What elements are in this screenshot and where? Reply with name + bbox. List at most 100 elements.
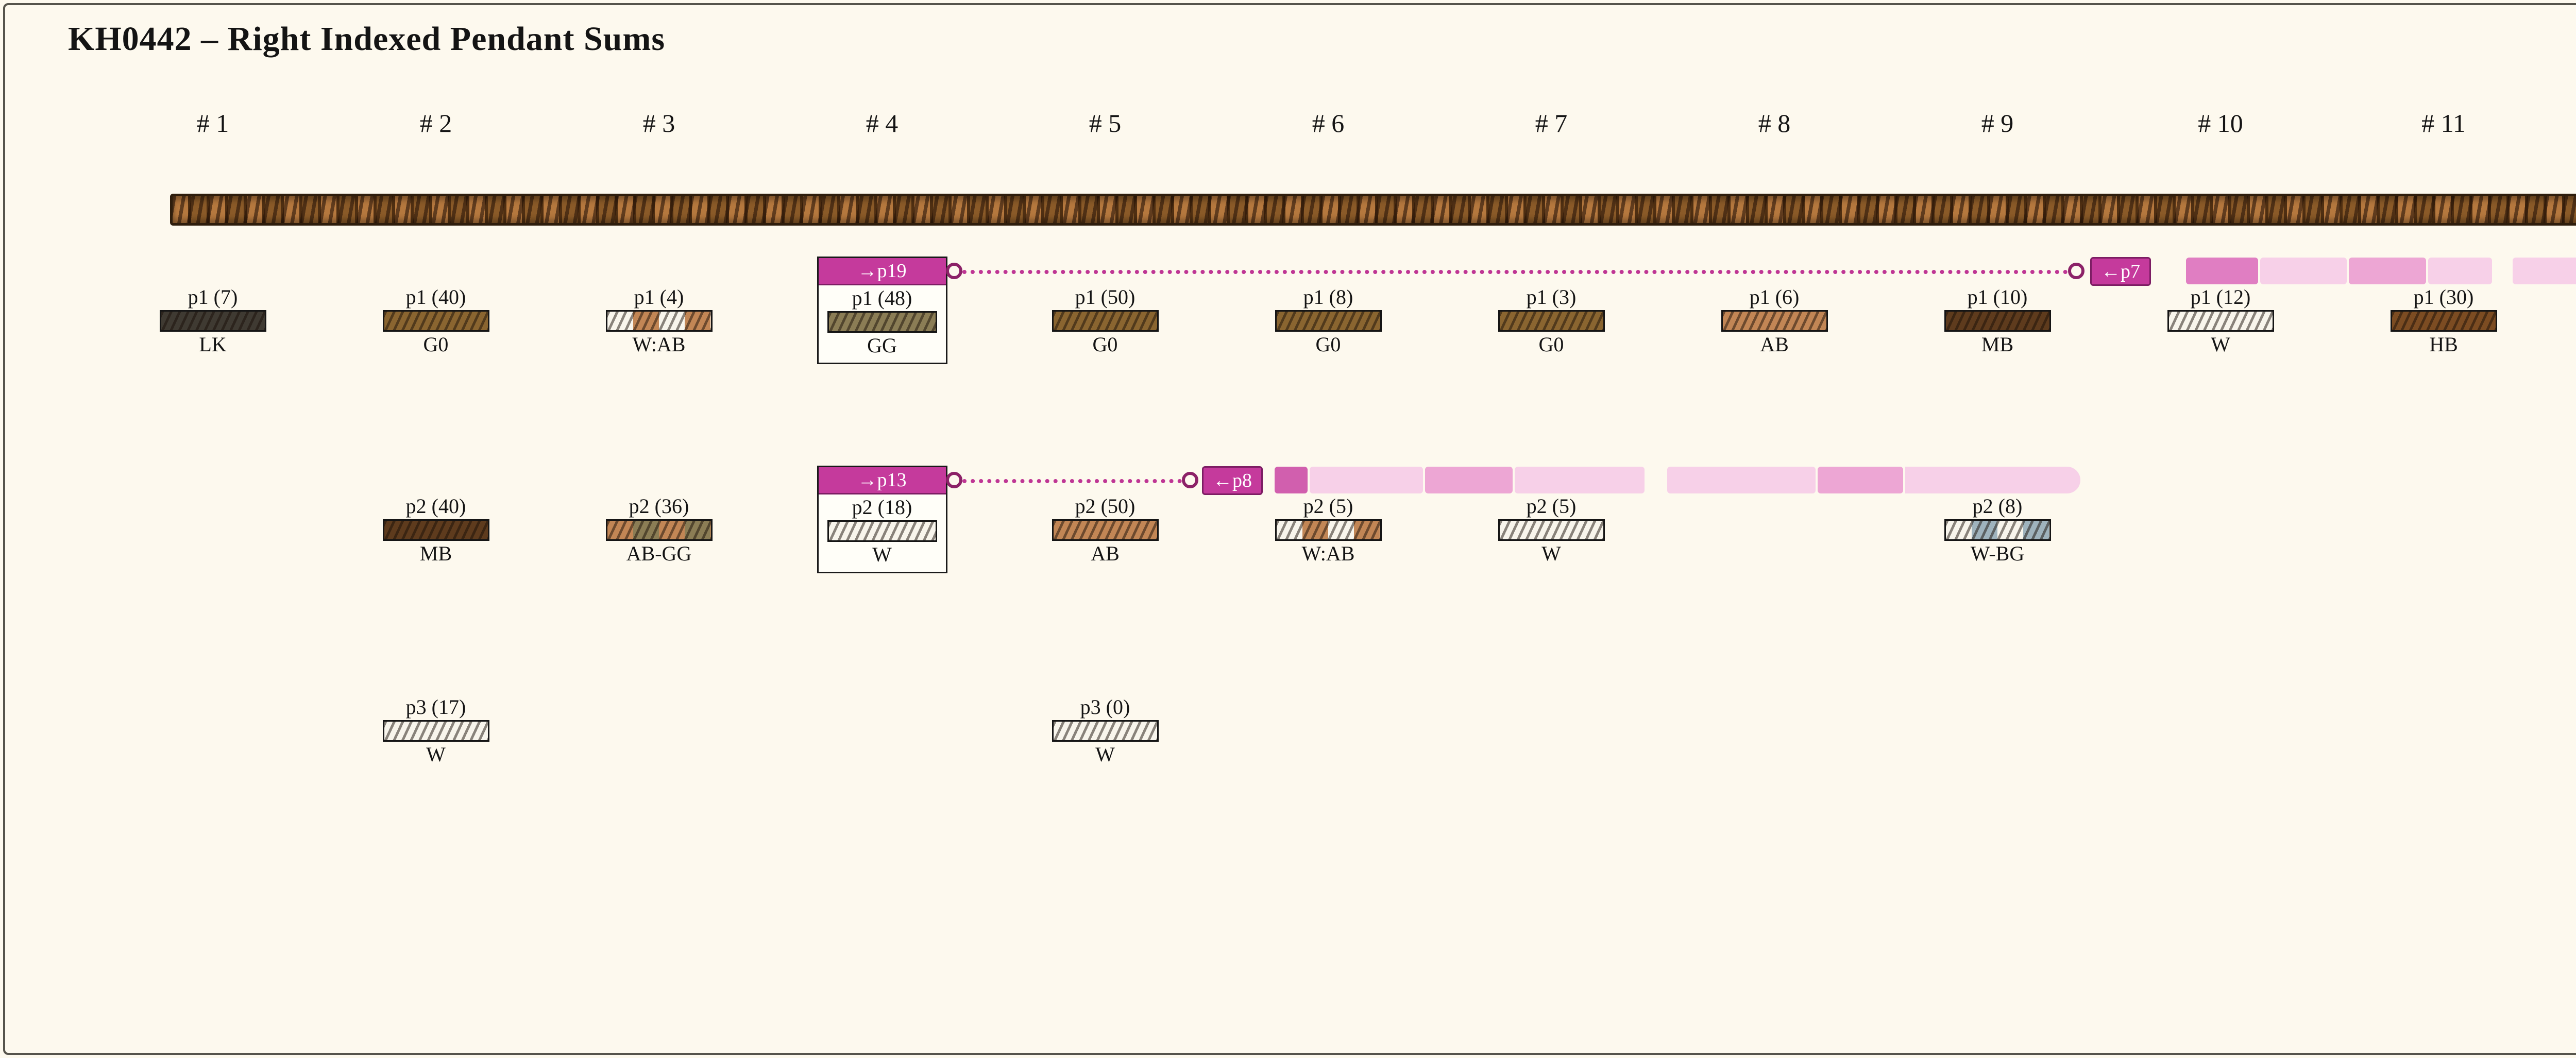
pendant-color-bar — [605, 310, 713, 332]
pendant-label: p1 (3) — [1526, 285, 1577, 309]
pendant-label: p2 (5) — [1526, 494, 1577, 518]
pendant-color-code: GG — [867, 334, 897, 357]
pendant-p1-4[interactable]: p1 (4) W:AB — [605, 284, 713, 357]
sum-cord-band-segment — [1275, 467, 1308, 493]
pendant-color-code: G0 — [1315, 333, 1341, 356]
page-title: KH0442 – Right Indexed Pendant Sums — [68, 20, 666, 58]
pendant-color-bar — [382, 310, 489, 332]
pendant-color-code: MB — [419, 542, 452, 565]
pendant-p1-12[interactable]: p1 (12)W — [2167, 284, 2274, 357]
pendant-color-code: HB — [2429, 333, 2458, 356]
sum-cord-band-segment — [1515, 467, 1645, 493]
pendant-color-bar — [827, 520, 937, 542]
pendant-color-code: AB — [1091, 542, 1120, 565]
pendant-color-code: AB — [1760, 333, 1789, 356]
pendant-label: p2 (5) — [1303, 494, 1353, 518]
column-header-10: # 10 — [2198, 109, 2243, 138]
pendant-color-bar — [605, 519, 713, 541]
pendant-label: p2 (18) — [852, 496, 912, 519]
sum-cord-band-segment — [1905, 467, 2080, 493]
sum-cord-band-segment — [1310, 467, 1423, 493]
pendant-label: p1 (12) — [2190, 285, 2251, 309]
pendant-color-bar — [1498, 519, 1605, 541]
pendant-p1-8[interactable]: p1 (8) G0 — [1275, 284, 1382, 357]
pendant-color-bar — [1052, 519, 1159, 541]
pendant-color-code: G0 — [1092, 333, 1118, 356]
pendant-p1-50[interactable]: p1 (50) G0 — [1052, 284, 1159, 357]
link-endpoint-dot — [946, 472, 962, 488]
column-header-6: # 6 — [1312, 109, 1345, 138]
sum-link-line — [954, 479, 1190, 483]
pendant-p2-5[interactable]: p2 (5) W:AB — [1275, 493, 1382, 567]
sum-cord-band-segment — [1425, 467, 1513, 493]
pendant-label: p3 (17) — [405, 695, 466, 719]
pendant-label: p2 (8) — [1972, 494, 2023, 518]
pendant-label: p1 (40) — [405, 285, 466, 309]
pendant-p2-40[interactable]: p2 (40) MB — [382, 493, 489, 567]
pendant-color-code: G0 — [1538, 333, 1564, 356]
pendant-p1-3[interactable]: p1 (3) G0 — [1498, 284, 1605, 357]
pendant-color-bar — [1498, 310, 1605, 332]
pendant-color-code: W — [872, 543, 892, 566]
column-header-row: # 1# 2# 3# 4# 5# 6# 7# 8# 9# 10# 11# 12#… — [0, 108, 2576, 144]
pendant-label: p1 (10) — [1967, 285, 2028, 309]
pendant-p1-30[interactable]: p1 (30) HB — [2390, 284, 2497, 357]
column-header-7: # 7 — [1535, 109, 1568, 138]
pendant-color-bar — [159, 310, 266, 332]
pendant-label: p1 (8) — [1303, 285, 1353, 309]
pendant-label: p3 (0) — [1080, 695, 1130, 719]
column-header-11: # 11 — [2421, 109, 2466, 138]
pendant-p3-17[interactable]: p3 (17) W — [382, 694, 489, 767]
sum-cord-band-segment — [2260, 258, 2347, 284]
pendant-color-bar — [827, 311, 937, 333]
pendant-p1-40[interactable]: p1 (40)G0 — [382, 284, 489, 357]
pendant-color-bar — [1721, 310, 1828, 332]
pendant-color-bar — [382, 720, 489, 742]
pendant-color-code: W:AB — [632, 333, 686, 356]
pendant-p2-8[interactable]: p2 (8) W-BG — [1944, 493, 2051, 567]
pendant-color-bar — [1275, 519, 1382, 541]
sum-cord-band-segment — [2186, 258, 2258, 284]
column-header-8: # 8 — [1758, 109, 1791, 138]
sum-cord-band-segment — [2513, 258, 2576, 284]
sum-start-tag[interactable]: →p13 — [818, 467, 946, 494]
primary-cord[interactable] — [170, 194, 2576, 226]
pendant-color-code: MB — [1981, 333, 2014, 356]
column-header-1: # 1 — [196, 109, 229, 138]
pendant-color-bar — [1944, 310, 2051, 332]
sum-cord-band-segment — [1818, 467, 1903, 493]
sum-start-tag[interactable]: →p19 — [818, 258, 946, 285]
sum-link-line — [954, 270, 2076, 274]
pendant-color-bar — [2390, 310, 2497, 332]
pendant-label: p1 (30) — [2413, 285, 2474, 309]
column-header-3: # 3 — [642, 109, 675, 138]
pendant-label: p1 (4) — [634, 285, 684, 309]
pendant-p1-6[interactable]: p1 (6)AB — [1721, 284, 1828, 357]
sum-end-tag[interactable]: ←p7 — [2090, 257, 2151, 286]
pendant-p1-7[interactable]: p1 (7)LK — [159, 284, 266, 357]
pendant-color-bar — [382, 519, 489, 541]
column-header-4: # 4 — [866, 109, 899, 138]
pendant-color-code: W — [426, 743, 446, 766]
pendant-p2-50[interactable]: p2 (50)AB — [1052, 493, 1159, 567]
pendant-color-code: W:AB — [1301, 542, 1355, 565]
pendant-p2-5[interactable]: p2 (5)W — [1498, 493, 1605, 567]
pendant-label: p2 (40) — [405, 494, 466, 518]
pendant-p2-36[interactable]: p2 (36)AB-GG — [605, 493, 713, 567]
pendant-color-bar — [1052, 310, 1159, 332]
pendant-color-code: W — [1095, 743, 1115, 766]
pendant-p3-0[interactable]: p3 (0) W — [1052, 694, 1159, 767]
sum-cord-band-segment — [2349, 258, 2426, 284]
pendant-p1-10[interactable]: p1 (10) MB — [1944, 284, 2051, 357]
pendant-color-bar — [1052, 720, 1159, 742]
link-endpoint-dot — [1182, 472, 1198, 488]
pendant-label: p1 (7) — [188, 285, 238, 309]
sum-cord-band-segment — [2428, 258, 2492, 284]
sum-end-tag[interactable]: ←p8 — [1202, 466, 1263, 495]
pendant-color-bar — [1944, 519, 2051, 541]
pendant-color-code: W-BG — [1970, 542, 2025, 565]
pendant-label: p1 (50) — [1075, 285, 1136, 309]
pendant-label: p1 (48) — [852, 286, 912, 310]
